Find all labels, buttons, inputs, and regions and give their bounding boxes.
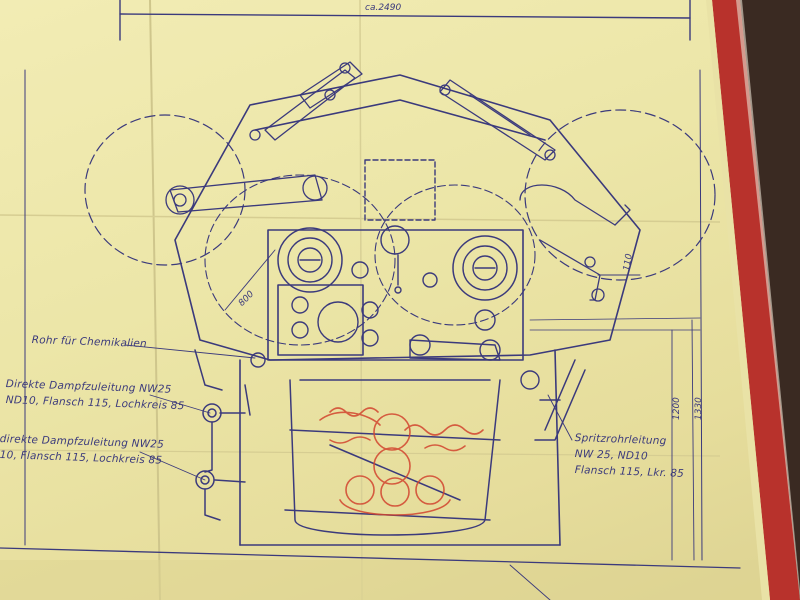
right-reel-circle [524,109,716,281]
spritz-label-line2: NW 25, ND10 [574,448,649,463]
right-drum [452,235,518,301]
right-hook-arm [519,184,631,302]
red-frame [706,0,800,600]
left-roller-arm [165,174,328,215]
top-arms [249,61,556,161]
left-reel-circle [84,114,246,266]
red-pencil-marks [319,407,484,516]
dim-1200: 1200 [672,397,682,420]
top-dimension-label: ca.2490 [365,3,402,13]
dim-1330: 1330 [694,397,704,420]
machine-housing [174,74,641,546]
left-steam-pipes [194,349,251,521]
right-spray-pipes [534,359,586,441]
left-drum [277,227,343,293]
trough [284,379,501,536]
